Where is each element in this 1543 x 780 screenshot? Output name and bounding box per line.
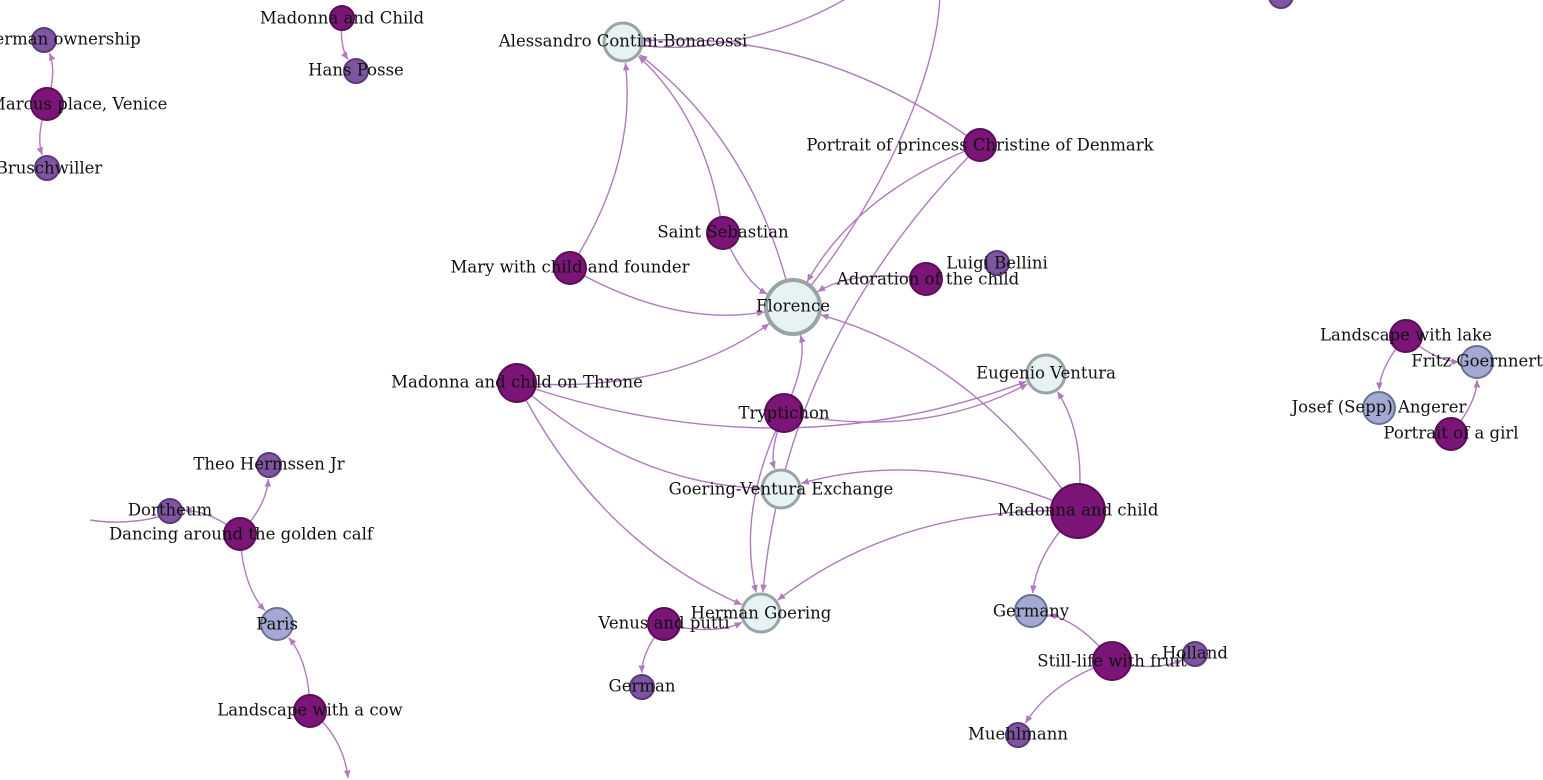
label-josef: Josef (Sepp) Angerer	[1290, 398, 1467, 417]
edge-tryptichon-to-herman_goering	[749, 412, 785, 593]
edge-madonna_child-to-florence	[820, 313, 1079, 512]
node-goering_ventura[interactable]	[760, 468, 802, 510]
node-dortheum[interactable]	[157, 498, 183, 524]
label-goering_ventura: Goering-Ventura Exchange	[669, 480, 894, 499]
node-florence[interactable]	[764, 278, 822, 336]
node-luigi_bellini[interactable]	[984, 250, 1010, 276]
edge-florence-to-contini	[639, 54, 794, 308]
node-hans_posse[interactable]	[343, 58, 369, 84]
label-eugenio: Eugenio Ventura	[976, 364, 1116, 383]
edge-christine-to-herman_goering	[760, 144, 981, 593]
node-madonna_throne[interactable]	[497, 363, 537, 403]
label-contini: Alessandro Contini-Bonacossi	[498, 32, 747, 51]
edge-mary_founder-to-contini	[569, 62, 630, 269]
edge-madonna_throne-to-herman_goering	[516, 382, 743, 606]
edge-madonna_child-to-goering_ventura	[801, 469, 1079, 512]
node-venus_putti[interactable]	[647, 607, 681, 641]
label-madonna_throne: Madonna and child on Throne	[391, 373, 643, 392]
label-hans_posse: Hans Posse	[308, 61, 404, 80]
edge-florence-offscreen-top	[792, 0, 941, 308]
label-still_life: Still-life with fruit	[1037, 652, 1187, 671]
edge-contini-offscreen-top	[622, 0, 846, 49]
label-landscape_lake: Landscape with lake	[1320, 326, 1492, 345]
node-germany[interactable]	[1014, 594, 1048, 628]
node-german_ownership[interactable]	[31, 27, 57, 53]
label-madonna_child: Madonna and child	[998, 501, 1159, 520]
label-germany: Germany	[993, 602, 1070, 621]
label-saint_sebastian: Saint Sebastian	[657, 223, 789, 242]
labels-layer: German ownershipSt. Marcus place, Venice…	[0, 9, 1543, 744]
node-eugenio[interactable]	[1025, 353, 1067, 395]
label-venus_putti: Venus and putti	[597, 614, 729, 633]
edge-christine-to-florence	[806, 144, 981, 283]
label-dortheum: Dortheum	[128, 501, 213, 520]
node-theo[interactable]	[256, 452, 282, 478]
node-adoration[interactable]	[909, 262, 943, 296]
edge-christine-to-contini	[643, 36, 981, 146]
node-golden_calf[interactable]	[223, 517, 257, 551]
node-herman_goering[interactable]	[740, 592, 782, 634]
label-mary_founder: Mary with child and founder	[450, 258, 689, 277]
label-christine: Portrait of princess Christine of Denmar…	[806, 136, 1154, 155]
node-muehlmann[interactable]	[1005, 722, 1031, 748]
label-herman_goering: Herman Goering	[691, 604, 832, 623]
node-still_life[interactable]	[1092, 641, 1132, 681]
label-florence: Florence	[756, 297, 830, 316]
label-landscape_cow: Landscape with a cow	[217, 701, 402, 720]
node-portrait_girl[interactable]	[1434, 417, 1468, 451]
label-st_marcus: St. Marcus place, Venice	[0, 95, 167, 114]
edge-madonna_throne-to-florence	[516, 323, 770, 386]
node-mary_founder[interactable]	[553, 251, 587, 285]
label-fritz: Fritz Goernnert	[1411, 352, 1543, 371]
label-theo: Theo Hermssen Jr	[193, 455, 344, 474]
node-madonna_child_tl[interactable]	[329, 5, 355, 31]
label-luigi_bellini: Luigi Bellini	[946, 254, 1048, 273]
label-golden_calf: Dancing around the golden calf	[109, 525, 375, 544]
label-bruschwiller: Bruschwiller	[0, 159, 102, 178]
node-holland[interactable]	[1182, 641, 1208, 667]
node-landscape_lake[interactable]	[1389, 319, 1423, 353]
node-tryptichon[interactable]	[764, 393, 804, 433]
node-madonna_child[interactable]	[1050, 483, 1106, 539]
label-madonna_child_tl: Madonna and Child	[260, 9, 425, 28]
node-fritz[interactable]	[1460, 345, 1494, 379]
label-german_ownership: German ownership	[0, 30, 141, 49]
label-adoration: Adoration of the child	[836, 270, 1020, 289]
label-portrait_girl: Portrait of a girl	[1383, 424, 1518, 443]
nodes-layer	[30, 0, 1494, 748]
node-contini[interactable]	[602, 21, 644, 63]
edges-layer	[36, 17, 1481, 724]
edge-mary_founder-to-florence	[569, 267, 765, 317]
label-tryptichon: Tryptichon	[738, 404, 829, 423]
node-topright_stub[interactable]	[1268, 0, 1294, 9]
label-holland: Holland	[1162, 644, 1228, 663]
edge-tryptichon-to-eugenio	[783, 383, 1028, 423]
edge-madonna_throne-to-goering_ventura	[516, 382, 761, 492]
node-josef[interactable]	[1362, 391, 1396, 425]
label-paris: Paris	[256, 615, 298, 634]
edge-madonna_child-to-herman_goering	[777, 509, 1079, 601]
node-landscape_cow[interactable]	[293, 694, 327, 728]
node-christine[interactable]	[963, 128, 997, 162]
node-saint_sebastian[interactable]	[706, 216, 740, 250]
node-german[interactable]	[629, 674, 655, 700]
label-german: German	[609, 677, 676, 696]
label-muehlmann: Muehlmann	[968, 725, 1068, 744]
node-st_marcus[interactable]	[30, 87, 64, 121]
edge-saint_sebastian-to-contini	[637, 55, 724, 234]
node-bruschwiller[interactable]	[34, 155, 60, 181]
node-paris[interactable]	[260, 607, 294, 641]
